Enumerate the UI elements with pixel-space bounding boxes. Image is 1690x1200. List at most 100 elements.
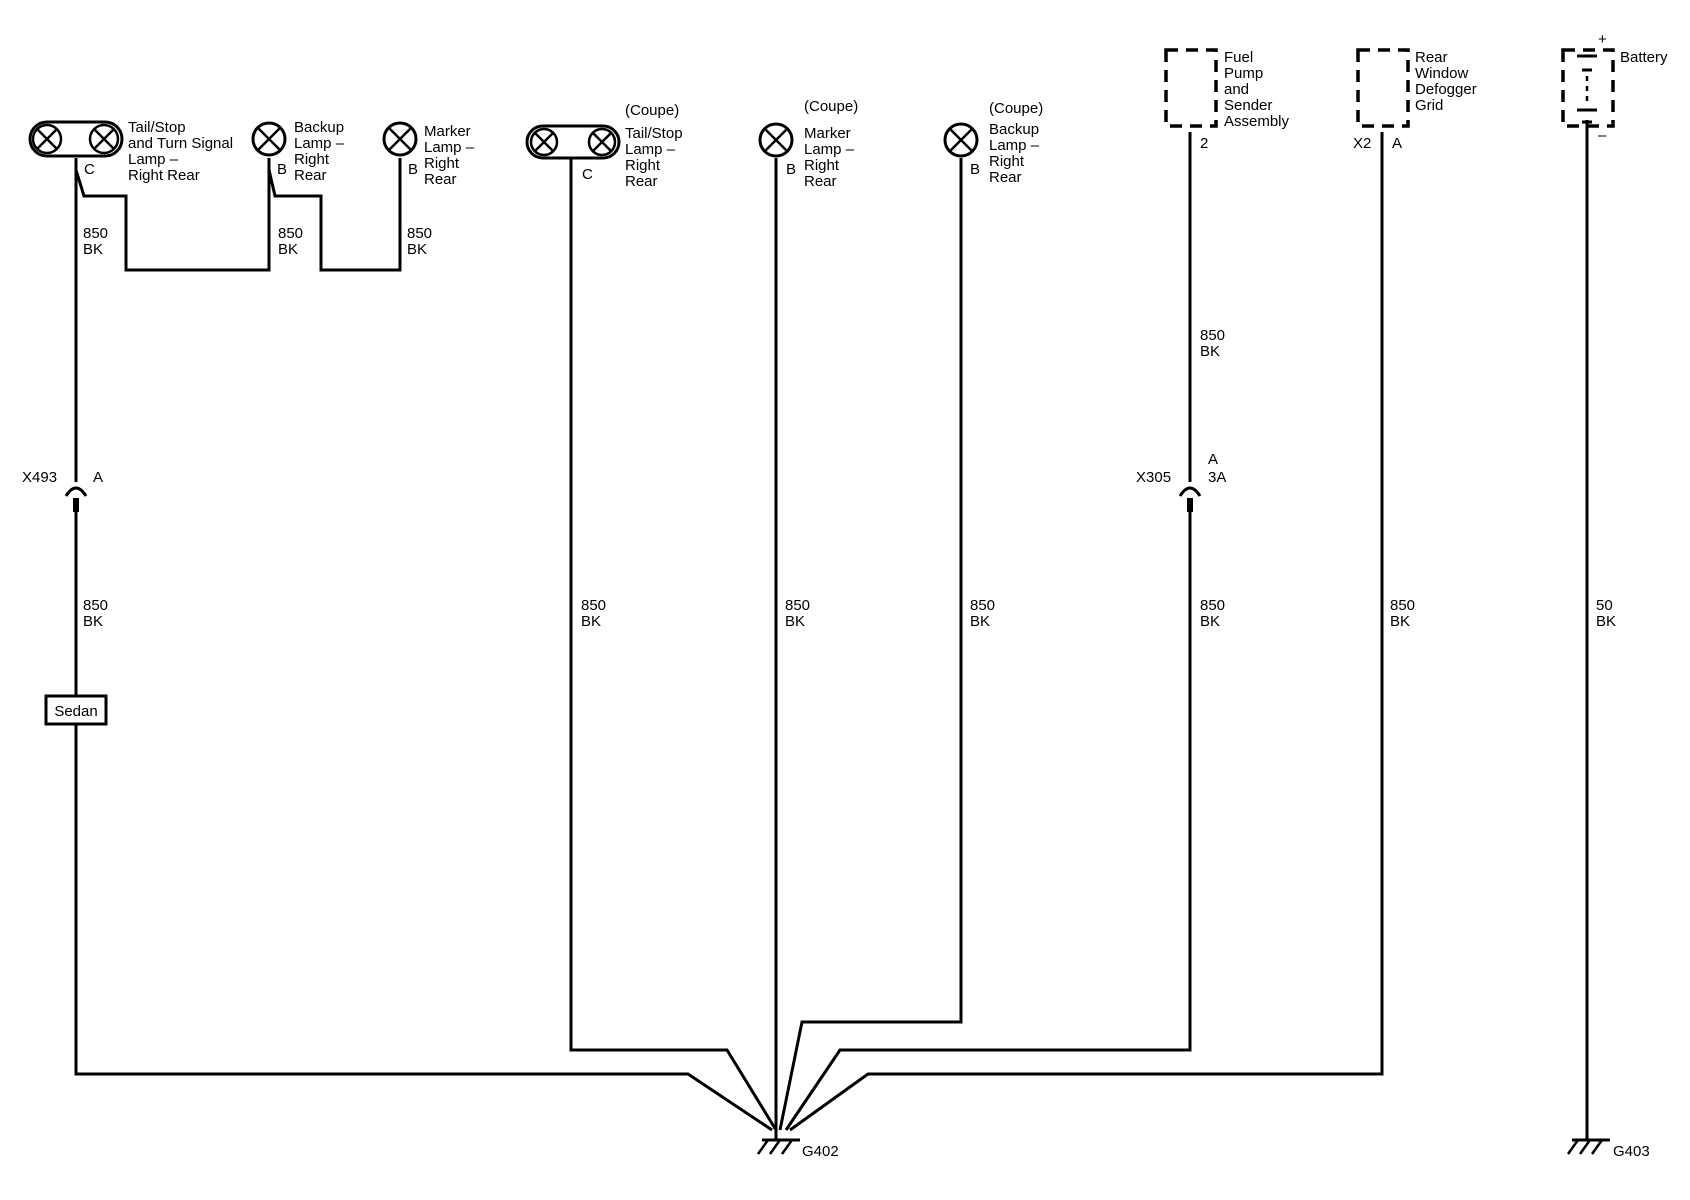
- circuit-number: 50: [1596, 597, 1613, 614]
- circuit-number: 850: [581, 597, 606, 614]
- label-line: Grid: [1415, 97, 1443, 114]
- defogger-pin: A: [1392, 135, 1402, 152]
- label-line: and Turn Signal: [128, 135, 233, 152]
- wire-label-w1: 850 BK: [83, 225, 108, 258]
- label-line: Rear: [989, 169, 1022, 186]
- label-line: and: [1224, 81, 1249, 98]
- ground-g402-label: G402: [802, 1143, 839, 1160]
- label-line: Rear: [1415, 49, 1448, 66]
- tail-stop-sedan-pin: C: [84, 161, 95, 178]
- wire-color: BK: [1596, 613, 1616, 630]
- label-line: Backup: [989, 121, 1039, 138]
- battery-plus: +: [1598, 31, 1607, 48]
- sedan-option-box: Sedan: [44, 694, 108, 726]
- label-line: Lamp –: [424, 139, 475, 156]
- wire-color: BK: [1200, 613, 1220, 630]
- ground-g402-icon: [756, 1130, 800, 1155]
- tail-stop-lamp-coupe-icon: [525, 124, 621, 160]
- backup-lamp-coupe-icon: [943, 122, 979, 158]
- backup-coupe-label: Backup Lamp – Right Rear: [989, 121, 1040, 186]
- label-line: Sender: [1224, 97, 1272, 114]
- wire-label-w10: 850 BK: [1390, 597, 1415, 630]
- ground-g403-label: G403: [1613, 1143, 1650, 1160]
- wire-label-w3: 850 BK: [407, 225, 432, 258]
- backup-lamp-sedan-icon: [251, 121, 287, 157]
- label-line: Right Rear: [128, 167, 200, 184]
- circuit-number: 850: [83, 597, 108, 614]
- circuit-number: 850: [970, 597, 995, 614]
- backup-coupe-variant: (Coupe): [989, 100, 1043, 117]
- wire-fuel-pump-lower: [784, 498, 1192, 1131]
- wire-color: BK: [1390, 613, 1410, 630]
- label-line: Lamp –: [804, 141, 855, 158]
- wire-label-w11: 50 BK: [1596, 597, 1616, 630]
- circuit-number: 850: [407, 225, 432, 242]
- connector-x493-label: X493: [22, 469, 57, 486]
- tail-stop-lamp-sedan-icon: [28, 120, 124, 158]
- wire-label-w8: 850 BK: [970, 597, 995, 630]
- wire-color: BK: [83, 613, 103, 630]
- label-line: Lamp –: [989, 137, 1040, 154]
- circuit-number: 850: [278, 225, 303, 242]
- label-line: Rear: [625, 173, 658, 190]
- tail-stop-coupe-label: Tail/Stop Lamp – Right Rear: [625, 125, 683, 190]
- tail-stop-coupe-variant: (Coupe): [625, 102, 679, 119]
- label-line: Tail/Stop: [625, 125, 683, 142]
- connector-x305-icon: [1178, 486, 1202, 512]
- backup-sedan-pin: B: [277, 161, 287, 178]
- label-line: Right: [424, 155, 460, 172]
- wire-color: BK: [407, 241, 427, 258]
- wire-splice-tail-backup: [74, 158, 271, 272]
- label-line: Defogger: [1415, 81, 1477, 98]
- marker-lamp-sedan-icon: [382, 121, 418, 157]
- connector-x305-label: X305: [1136, 469, 1171, 486]
- tail-stop-sedan-label: Tail/Stop and Turn Signal Lamp – Right R…: [128, 119, 233, 184]
- wires: [74, 120, 1589, 1140]
- fuel-pump-label: Fuel Pump and Sender Assembly: [1224, 49, 1290, 130]
- connector-x493-icon: [64, 486, 88, 512]
- label-line: Marker: [804, 125, 851, 142]
- wire-color: BK: [970, 613, 990, 630]
- wire-label-w4: 850 BK: [1200, 327, 1225, 360]
- label-line: Right: [625, 157, 661, 174]
- label-line: Right: [294, 151, 330, 168]
- battery-label: Battery: [1620, 49, 1668, 66]
- defogger-connector: X2: [1353, 135, 1371, 152]
- label-line: Lamp –: [625, 141, 676, 158]
- wire-color: BK: [785, 613, 805, 630]
- connector-x305-pin-bottom: 3A: [1208, 469, 1226, 486]
- label-line: Window: [1415, 65, 1469, 82]
- wire-label-w2: 850 BK: [278, 225, 303, 258]
- ground-g403-icon: [1566, 1138, 1610, 1155]
- battery-minus: –: [1598, 127, 1607, 144]
- wire-defogger: [789, 132, 1384, 1132]
- tail-stop-coupe-pin: C: [582, 166, 593, 183]
- fuel-pump-pin: 2: [1200, 135, 1208, 152]
- label-line: Right: [804, 157, 840, 174]
- circuit-number: 850: [785, 597, 810, 614]
- circuit-number: 850: [83, 225, 108, 242]
- label-line: Marker: [424, 123, 471, 140]
- battery-icon: [1561, 48, 1615, 128]
- label-line: Rear: [294, 167, 327, 184]
- marker-coupe-label: Marker Lamp – Right Rear: [804, 125, 855, 190]
- label-line: Backup: [294, 119, 344, 136]
- marker-sedan-label: Marker Lamp – Right Rear: [424, 123, 475, 188]
- marker-coupe-variant: (Coupe): [804, 98, 858, 115]
- label-line: Pump: [1224, 65, 1263, 82]
- backup-sedan-label: Backup Lamp – Right Rear: [294, 119, 345, 184]
- label-line: Fuel: [1224, 49, 1253, 66]
- circuit-number: 850: [1390, 597, 1415, 614]
- connector-x305-pin-top: A: [1208, 451, 1218, 468]
- fuel-pump-module-icon: [1164, 48, 1218, 128]
- wire-backup-coupe: [778, 158, 963, 1131]
- marker-coupe-pin: B: [786, 161, 796, 178]
- label-line: Lamp –: [128, 151, 179, 168]
- label-line: Tail/Stop: [128, 119, 186, 136]
- wire-splice-backup-marker: [267, 158, 402, 272]
- marker-lamp-coupe-icon: [758, 122, 794, 158]
- backup-coupe-pin: B: [970, 161, 980, 178]
- label-line: Rear: [424, 171, 457, 188]
